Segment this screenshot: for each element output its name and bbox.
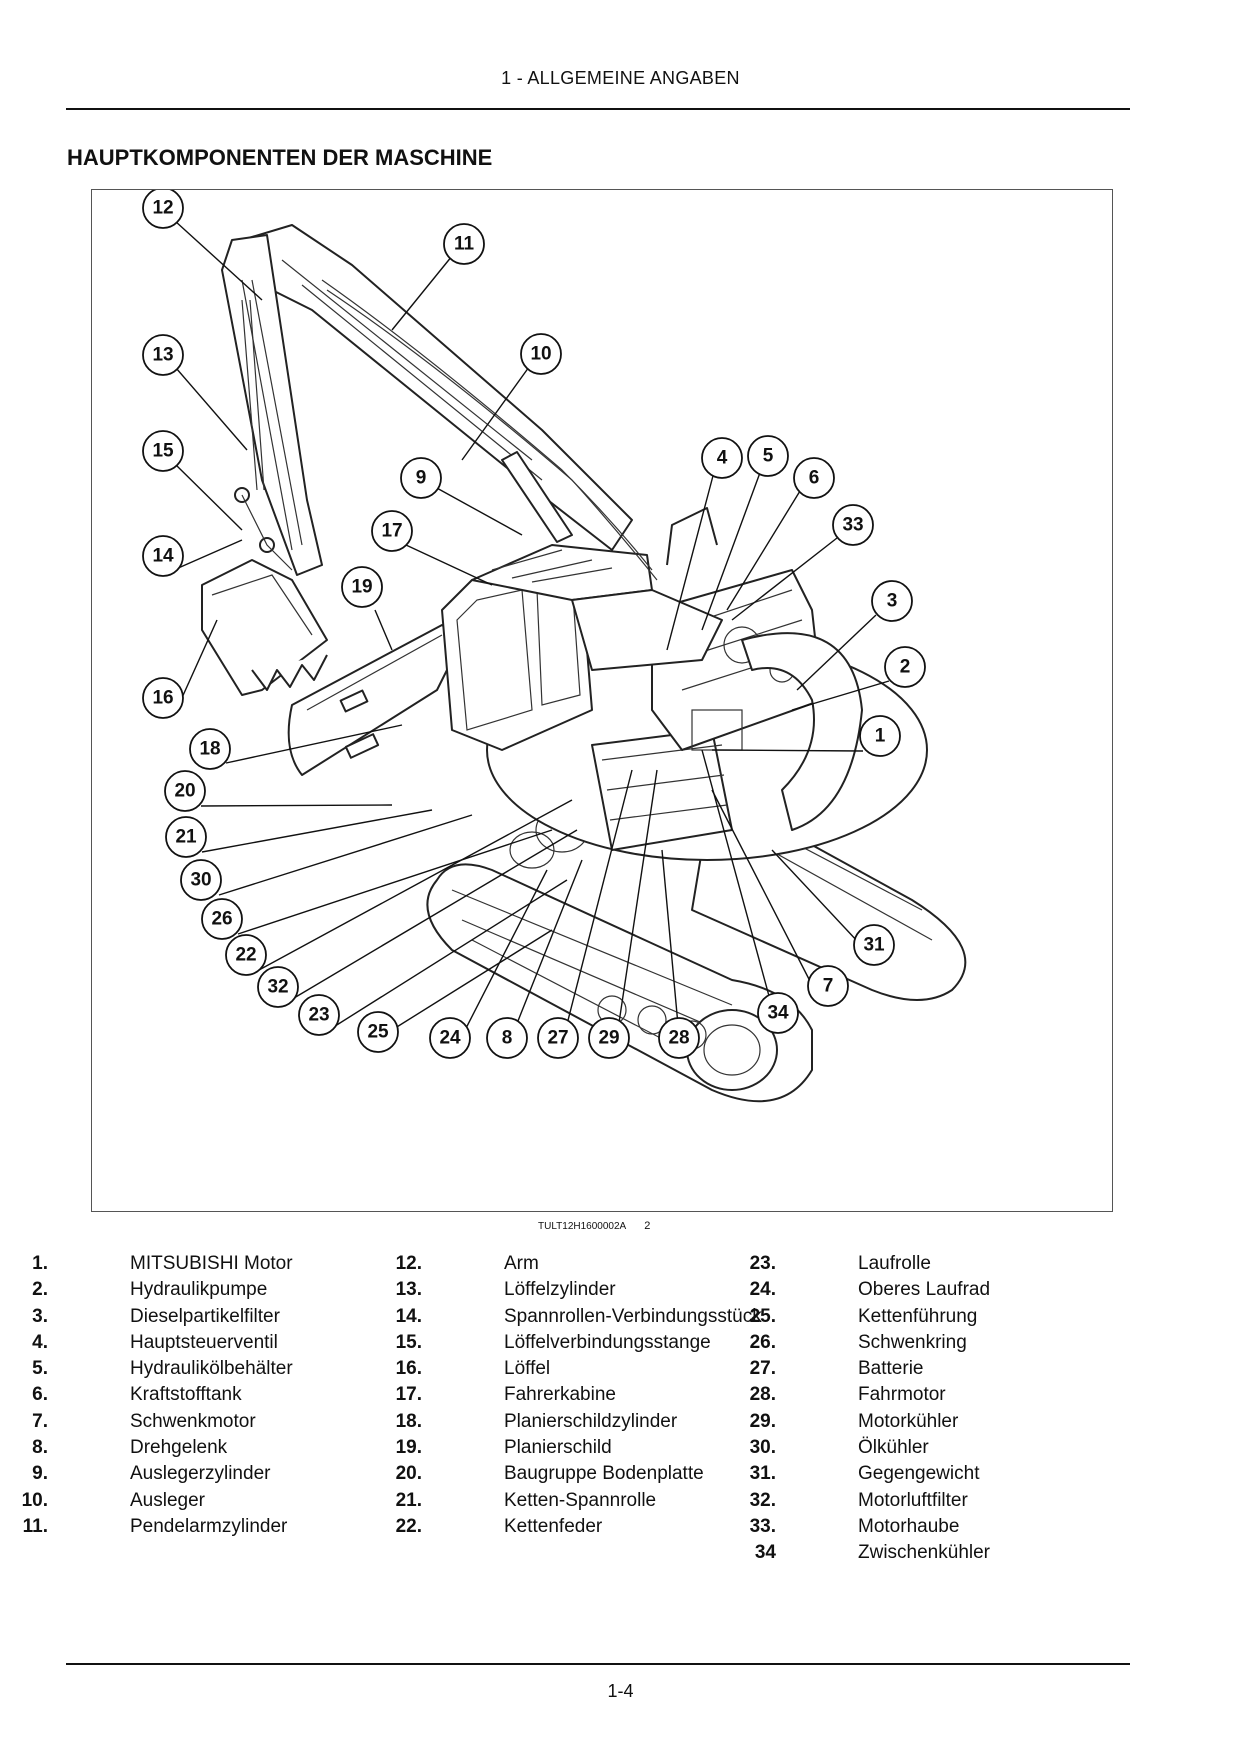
callout-label: 15 bbox=[152, 441, 174, 462]
callout-label: 34 bbox=[767, 1003, 789, 1024]
callout-label: 33 bbox=[842, 515, 863, 536]
callout-5: 5 bbox=[747, 435, 789, 477]
callout-21: 21 bbox=[165, 816, 207, 858]
callout-14: 14 bbox=[142, 535, 184, 577]
callout-29: 29 bbox=[588, 1017, 630, 1059]
callout-9: 9 bbox=[400, 457, 442, 499]
callout-label: 10 bbox=[530, 344, 551, 365]
callout-label: 5 bbox=[763, 446, 774, 467]
callout-label: 2 bbox=[900, 657, 911, 678]
callout-label: 26 bbox=[211, 909, 232, 930]
callout-label: 14 bbox=[152, 546, 174, 567]
callout-20: 20 bbox=[164, 770, 206, 812]
footer-rule bbox=[66, 1663, 1130, 1665]
callout-label: 1 bbox=[875, 726, 886, 747]
callout-label: 6 bbox=[809, 468, 820, 489]
callout-label: 16 bbox=[152, 688, 173, 709]
callout-label: 18 bbox=[199, 739, 220, 760]
callout-25: 25 bbox=[357, 1011, 399, 1053]
callout-label: 8 bbox=[502, 1028, 513, 1049]
callout-19: 19 bbox=[341, 566, 383, 608]
leader-lines bbox=[174, 220, 890, 1037]
callout-12: 12 bbox=[142, 190, 184, 229]
figure-number: 2 bbox=[644, 1220, 651, 1232]
callout-label: 24 bbox=[439, 1028, 461, 1049]
callout-6: 6 bbox=[793, 457, 835, 499]
callout-label: 13 bbox=[152, 345, 173, 366]
callout-18: 18 bbox=[189, 728, 231, 770]
callout-7: 7 bbox=[807, 965, 849, 1007]
section-header: 1 - ALLGEMEINE ANGABEN bbox=[501, 68, 740, 88]
excavator-drawing: 12 11 13 10 15 9 4 5 6 33 17 14 19 3 2 1… bbox=[142, 190, 967, 1103]
callout-17: 17 bbox=[371, 510, 413, 552]
header-rule bbox=[66, 108, 1130, 110]
callout-label: 3 bbox=[887, 591, 898, 612]
callout-27: 27 bbox=[537, 1017, 579, 1059]
callout-2: 2 bbox=[884, 646, 926, 688]
callout-16: 16 bbox=[142, 677, 184, 719]
callout-1: 1 bbox=[859, 715, 901, 757]
callout-label: 30 bbox=[190, 870, 211, 891]
callout-label: 9 bbox=[416, 468, 427, 489]
callout-3: 3 bbox=[871, 580, 913, 622]
figure-code: TULT12H1600002A bbox=[538, 1221, 627, 1232]
callout-22: 22 bbox=[225, 934, 267, 976]
page-number: 1-4 bbox=[607, 1681, 634, 1701]
callout-label: 27 bbox=[547, 1028, 568, 1049]
callout-label: 20 bbox=[174, 781, 195, 802]
callout-label: 7 bbox=[823, 976, 834, 997]
callout-label: 32 bbox=[267, 977, 288, 998]
callout-label: 31 bbox=[863, 935, 885, 956]
callout-label: 19 bbox=[351, 577, 372, 598]
callout-label: 25 bbox=[367, 1022, 389, 1043]
callout-32: 32 bbox=[257, 966, 299, 1008]
callout-24: 24 bbox=[429, 1017, 471, 1059]
callout-30: 30 bbox=[180, 859, 222, 901]
excavator-line-art bbox=[201, 224, 967, 1103]
callout-label: 29 bbox=[598, 1028, 619, 1049]
callout-13: 13 bbox=[142, 334, 184, 376]
callout-34: 34 bbox=[757, 992, 799, 1034]
callout-label: 28 bbox=[668, 1028, 689, 1049]
excavator-figure: 12 11 13 10 15 9 4 5 6 33 17 14 19 3 2 1… bbox=[91, 189, 1113, 1212]
callout-15: 15 bbox=[142, 430, 184, 472]
callout-26: 26 bbox=[201, 898, 243, 940]
callout-11: 11 bbox=[443, 223, 485, 265]
components-legend: 1.MITSUBISHI Motor 2.Hydraulikpumpe 3.Di… bbox=[21, 1253, 991, 1563]
callout-label: 17 bbox=[381, 521, 402, 542]
callout-8: 8 bbox=[486, 1017, 528, 1059]
callout-label: 12 bbox=[152, 198, 173, 219]
page-title: HAUPTKOMPONENTEN DER MASCHINE bbox=[67, 145, 493, 170]
callout-33: 33 bbox=[832, 504, 874, 546]
callout-31: 31 bbox=[853, 924, 895, 966]
callout-4: 4 bbox=[701, 437, 743, 479]
callout-label: 23 bbox=[308, 1005, 329, 1026]
callout-label: 4 bbox=[717, 448, 728, 469]
figure-caption: TULT12H1600002A 2 bbox=[538, 1220, 650, 1232]
callout-28: 28 bbox=[658, 1017, 700, 1059]
callout-label: 22 bbox=[235, 945, 256, 966]
callout-label: 11 bbox=[454, 234, 475, 255]
callout-10: 10 bbox=[520, 333, 562, 375]
callout-label: 21 bbox=[175, 827, 197, 848]
callout-23: 23 bbox=[298, 994, 340, 1036]
